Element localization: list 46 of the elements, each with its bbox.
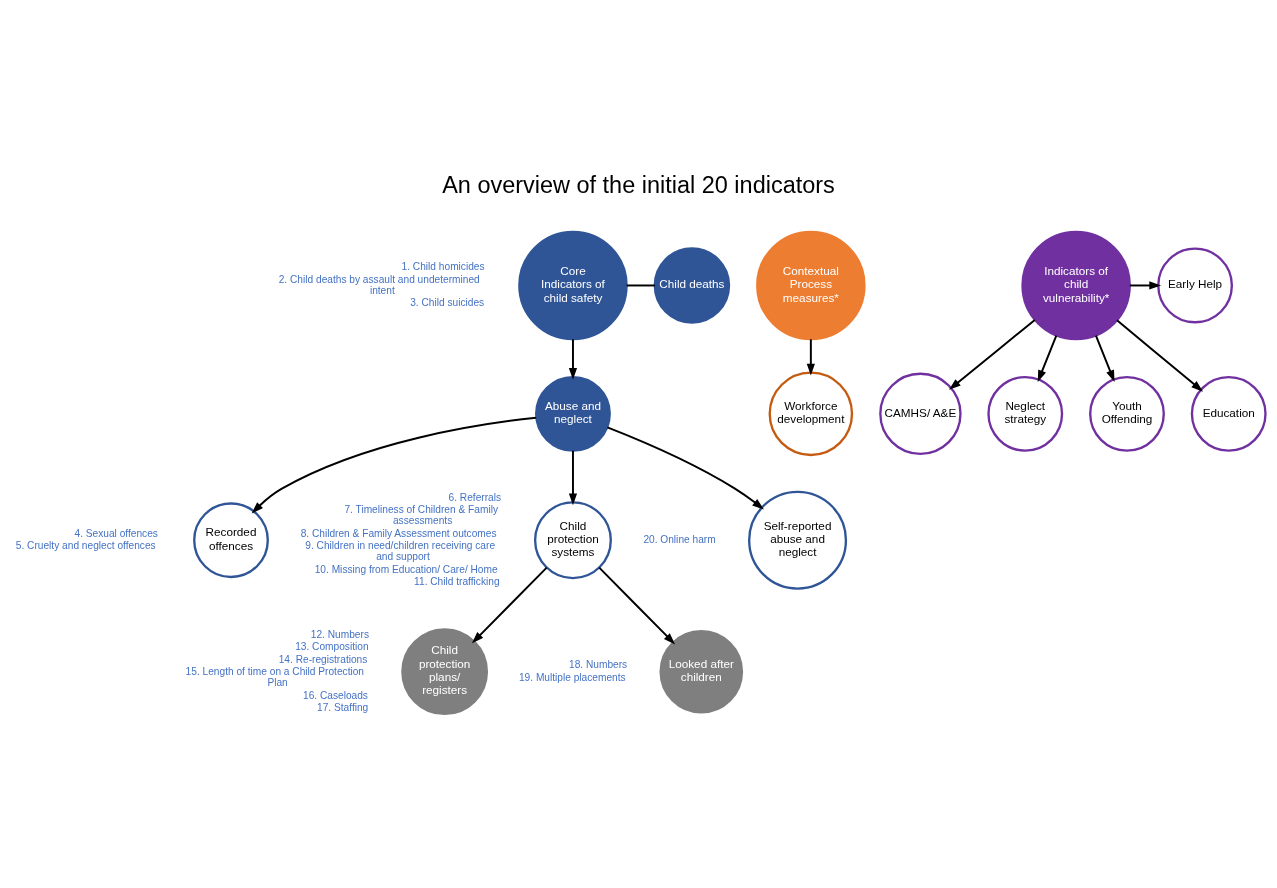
- node-circle: Youth Offending: [1089, 375, 1165, 452]
- node-label: 12. Numbers: [310, 628, 369, 640]
- node-label: 17. Staffing: [317, 701, 369, 713]
- node-label: 1. Child homicides: [401, 260, 485, 272]
- node-circle: Child protection systems: [533, 500, 612, 579]
- node-circle: Workforce development: [768, 371, 854, 456]
- arrow: [1094, 334, 1115, 382]
- node-label: 2. Child deaths by assault and undetermined intent: [278, 273, 480, 296]
- arrow: [1116, 318, 1204, 392]
- arrow: [568, 449, 578, 505]
- node-circle: Self-reported abuse and neglect: [748, 490, 848, 590]
- arrow: [606, 425, 764, 510]
- arrow: [568, 337, 578, 380]
- arrow: [251, 416, 538, 513]
- arrow: [471, 566, 548, 643]
- node-label: 11. Child trafficking: [414, 575, 500, 587]
- node-circle: Indicators of child vulnerability*: [1021, 230, 1131, 340]
- node-circle: Child deaths: [653, 246, 731, 324]
- node-label: 5. Cruelty and neglect offences: [15, 539, 156, 551]
- node-label: 19. Multiple placements: [518, 671, 626, 683]
- node-label: 3. Child suicides: [410, 296, 485, 308]
- arrow: [949, 318, 1036, 390]
- node-label: 13. Composition: [295, 640, 369, 652]
- node-label: 20. Online harm: [643, 533, 716, 545]
- node-circle: Abuse and neglect: [535, 375, 611, 452]
- node-label: 9. Children in need/children receiving care and support: [305, 539, 496, 562]
- node-circle: Neglect strategy: [987, 375, 1064, 452]
- node-label: 16. Caseloads: [302, 689, 368, 701]
- diagram-title: An overview of the initial 20 indicators: [442, 171, 835, 198]
- connector: [625, 284, 656, 286]
- arrow: [806, 337, 815, 376]
- node-label: 14. Re-registrations: [278, 653, 368, 665]
- arrow: [1037, 334, 1058, 382]
- node-label: 18. Numbers: [569, 658, 628, 670]
- arrow: [598, 566, 676, 644]
- node-label: 10. Missing from Education/ Care/ Home: [314, 563, 498, 575]
- node-circle: Early Help: [1157, 247, 1234, 323]
- node-label: 15. Length of time on a Child Protection Plan: [185, 665, 365, 688]
- node-circle: Child protection plans/ registers: [401, 627, 489, 715]
- node-label: 8. Children & Family Assessment outcomes: [300, 527, 497, 539]
- node-circle: Core Indicators of child safety: [518, 230, 628, 340]
- node-label: 4. Sexual offences: [74, 527, 158, 539]
- node-label: 6. Referrals: [448, 491, 502, 503]
- node-circle: Contextual Process measures*: [756, 230, 866, 340]
- node-label: 7. Timeliness of Children & Family assessments: [344, 503, 498, 526]
- arrow: [1128, 280, 1162, 290]
